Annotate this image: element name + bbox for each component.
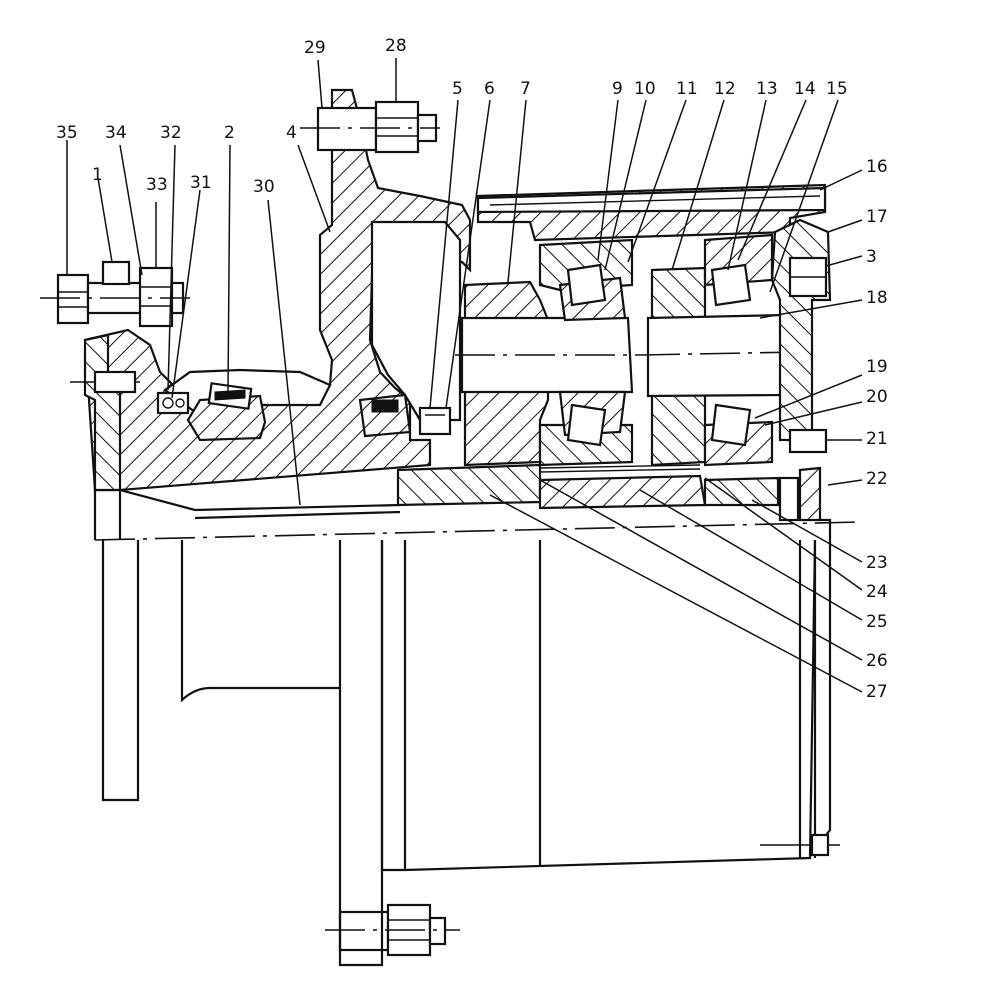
label-32: 32	[160, 123, 182, 143]
label-9: 9	[612, 79, 623, 99]
label-11: 11	[676, 79, 698, 99]
flange-bolt	[40, 260, 190, 328]
label-13: 13	[756, 79, 778, 99]
plate-22	[798, 466, 822, 522]
label-29: 29	[304, 38, 326, 58]
bearing-15	[710, 263, 752, 447]
label-1: 1	[92, 165, 103, 185]
nut-6	[418, 406, 452, 436]
sleeve-23	[703, 476, 780, 507]
bottom-bolt	[325, 903, 460, 957]
label-2: 2	[224, 123, 235, 143]
main-axis	[94, 521, 861, 541]
label-27: 27	[866, 682, 888, 702]
label-30: 30	[253, 177, 275, 197]
bearing-10	[558, 263, 627, 447]
label-4: 4	[286, 123, 297, 143]
label-3: 3	[866, 247, 877, 267]
label-31: 31	[190, 173, 212, 193]
leader-lines	[66, 58, 863, 693]
label-17: 17	[866, 207, 888, 227]
sleeve-25	[538, 474, 707, 510]
label-33: 33	[146, 175, 168, 195]
label-34: 34	[105, 123, 127, 143]
bearing-2	[186, 382, 267, 442]
label-6: 6	[484, 79, 495, 99]
label-25: 25	[866, 612, 888, 632]
label-22: 22	[866, 469, 888, 489]
label-16: 16	[866, 157, 888, 177]
bearing-5	[358, 393, 412, 438]
label-35: 35	[56, 123, 78, 143]
label-14: 14	[794, 79, 816, 99]
input-flange-lower	[93, 490, 140, 802]
label-12: 12	[714, 79, 736, 99]
label-18: 18	[866, 288, 888, 308]
label-28: 28	[385, 36, 407, 56]
top-bolt	[300, 100, 440, 154]
label-7: 7	[520, 79, 531, 99]
label-15: 15	[826, 79, 848, 99]
label-21: 21	[866, 429, 888, 449]
label-24: 24	[866, 582, 888, 602]
label-26: 26	[866, 651, 888, 671]
part-labels: 35 34 32 2 1 33 31 30 4 29 28 5 6 7 9 10…	[56, 36, 888, 702]
hub-27	[396, 463, 542, 507]
bolt-21	[788, 428, 828, 454]
housing-section	[83, 88, 472, 492]
label-20: 20	[866, 387, 888, 407]
pin-shaft-13	[646, 313, 787, 398]
housing-lower-outline	[180, 518, 840, 967]
output-shaft	[119, 488, 401, 520]
label-5: 5	[452, 79, 463, 99]
label-19: 19	[866, 357, 888, 377]
label-10: 10	[634, 79, 656, 99]
label-23: 23	[866, 553, 888, 573]
